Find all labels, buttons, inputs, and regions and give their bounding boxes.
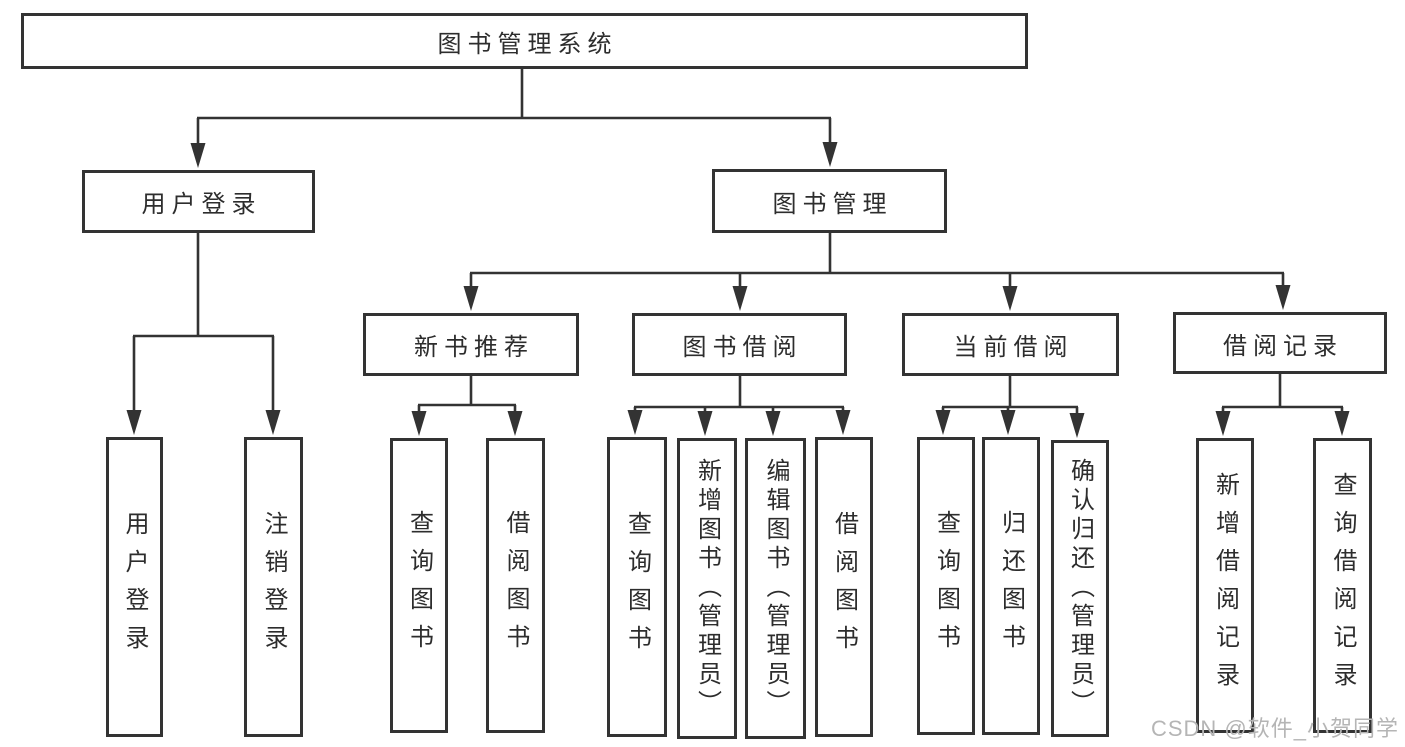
node-add-books-admin: 新增图书（管理员）: [677, 438, 737, 739]
node-book-borrow: 图书借阅: [632, 313, 847, 376]
node-label-user-login-op: 用户登录: [121, 511, 148, 663]
arrowhead-icon: [822, 142, 838, 167]
node-label-book-mgmt: 图书管理: [772, 190, 893, 218]
node-label-add-borrow-record: 新增借阅记录: [1211, 471, 1239, 700]
arrowhead-icon: [126, 410, 142, 435]
node-logout-op: 注销登录: [244, 437, 303, 737]
node-label-logout-op: 注销登录: [260, 511, 287, 663]
arrowhead-icon: [411, 411, 427, 436]
node-return-books: 归还图书: [982, 437, 1040, 735]
node-borrow-books-op: 借阅图书: [815, 437, 873, 737]
watermark: CSDN @软件_小贺同学: [1150, 716, 1399, 741]
node-user-login: 用户登录: [82, 170, 315, 233]
node-label-return-books: 归还图书: [997, 510, 1025, 662]
node-query-books-borrow: 查询图书: [607, 437, 667, 737]
arrowhead-icon: [1275, 285, 1291, 310]
node-book-mgmt: 图书管理: [712, 169, 947, 233]
node-query-books-new: 查询图书: [390, 438, 448, 733]
arrowhead-icon: [1000, 410, 1016, 435]
node-query-books-current: 查询图书: [917, 437, 975, 735]
node-label-add-books-admin: 新增图书（管理员）: [693, 458, 721, 719]
node-label-root: 图书管理系统: [437, 30, 618, 58]
node-label-query-books-current: 查询图书: [932, 510, 960, 662]
arrowhead-icon: [507, 411, 523, 436]
node-label-user-login: 用户登录: [141, 191, 262, 218]
node-label-borrow-books-op: 借阅图书: [830, 511, 858, 663]
node-label-borrow-books-new: 借阅图书: [502, 509, 529, 662]
node-label-confirm-return-admin: 确认归还（管理员）: [1066, 458, 1094, 719]
node-label-query-borrow-record: 查询借阅记录: [1329, 471, 1356, 700]
node-root: 图书管理系统: [21, 13, 1028, 69]
arrowhead-icon: [627, 410, 643, 435]
node-current-borrow: 当前借阅: [902, 313, 1119, 376]
arrowhead-icon: [1334, 411, 1350, 436]
node-label-current-borrow: 当前借阅: [953, 334, 1074, 361]
node-borrow-record: 借阅记录: [1173, 312, 1387, 374]
arrowhead-icon: [835, 410, 851, 435]
node-edit-books-admin: 编辑图书（管理员）: [745, 438, 806, 739]
node-user-login-op: 用户登录: [106, 437, 163, 737]
arrowhead-icon: [697, 411, 713, 436]
node-query-borrow-record: 查询借阅记录: [1313, 438, 1372, 733]
arrowhead-icon: [190, 143, 206, 168]
node-confirm-return-admin: 确认归还（管理员）: [1051, 440, 1109, 737]
node-label-query-books-new: 查询图书: [405, 509, 433, 662]
arrowhead-icon: [1215, 411, 1231, 436]
arrowhead-icon: [935, 410, 951, 435]
node-label-query-books-borrow: 查询图书: [623, 511, 651, 663]
arrowhead-icon: [765, 411, 781, 436]
node-label-book-borrow: 图书借阅: [682, 334, 803, 361]
arrowhead-icon: [1069, 413, 1085, 438]
arrowhead-icon: [463, 286, 479, 311]
node-new-book-rec: 新书推荐: [363, 313, 579, 376]
node-add-borrow-record: 新增借阅记录: [1196, 438, 1254, 733]
arrowhead-icon: [265, 410, 281, 435]
arrowhead-icon: [732, 286, 748, 311]
node-label-new-book-rec: 新书推荐: [414, 334, 534, 361]
node-label-edit-books-admin: 编辑图书（管理员）: [762, 458, 789, 719]
node-label-borrow-record: 借阅记录: [1223, 332, 1343, 360]
node-borrow-books-new: 借阅图书: [486, 438, 545, 733]
arrowhead-icon: [1002, 286, 1018, 311]
